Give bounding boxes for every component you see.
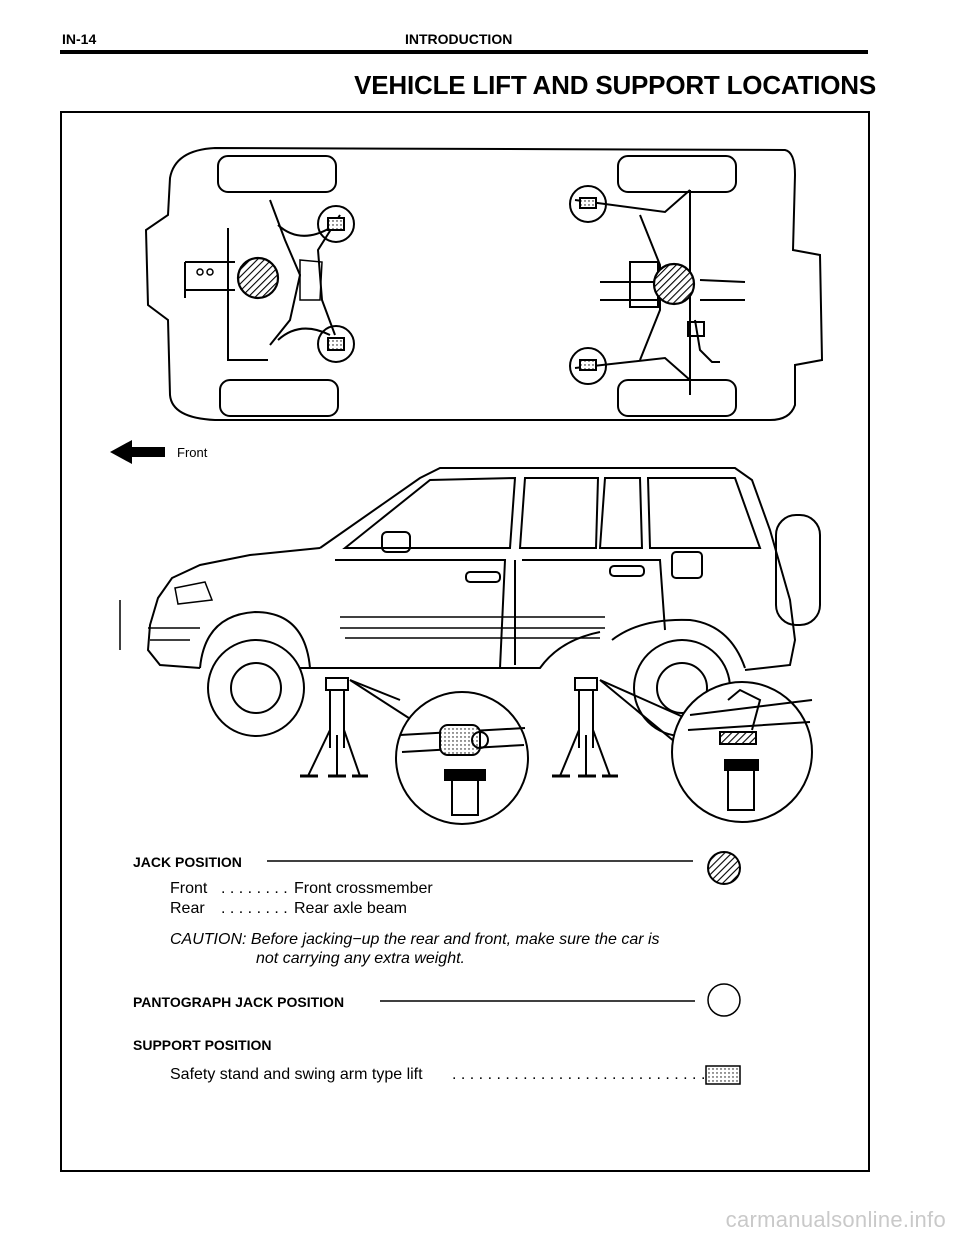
page-code: IN-14 <box>62 31 97 47</box>
underbody-view <box>144 146 824 421</box>
jack-position-heading: JACK POSITION <box>133 854 242 870</box>
watermark: carmanualsonline.info <box>725 1207 946 1232</box>
rear-safety-stand <box>552 677 618 778</box>
arrow-left-icon <box>110 440 165 464</box>
header-rule <box>60 50 868 54</box>
front-direction-label: Front <box>177 445 208 460</box>
front-jack-detail <box>349 679 529 825</box>
pantograph-position-symbol <box>707 983 741 1017</box>
caution-line-2: not carrying any extra weight. <box>256 950 465 967</box>
jack-row-rear-name: Rear <box>170 900 205 917</box>
support-row-dots: . . . . . . . . . . . . . . . . . . . . … <box>452 1066 706 1083</box>
rear-jack-detail <box>599 679 813 823</box>
page-title: VEHICLE LIFT AND SUPPORT LOCATIONS <box>354 70 876 100</box>
jack-row-rear-value: Rear axle beam <box>294 900 407 917</box>
support-row-label: Safety stand and swing arm type lift <box>170 1066 423 1083</box>
caution-line-1: CAUTION: Before jacking−up the rear and … <box>170 931 660 948</box>
support-position-symbol <box>705 1065 741 1085</box>
jack-row-rear-dots: . . . . . . . . <box>221 900 288 917</box>
jack-position-symbol <box>707 851 741 885</box>
jack-row-front-value: Front crossmember <box>294 880 433 897</box>
pantograph-heading: PANTOGRAPH JACK POSITION <box>133 994 345 1010</box>
jack-row-front-name: Front <box>170 880 208 897</box>
front-safety-stand <box>300 677 368 778</box>
section-title: INTRODUCTION <box>405 31 513 47</box>
support-position-heading: SUPPORT POSITION <box>133 1037 272 1053</box>
vehicle-side-view <box>119 467 821 737</box>
diagram-frame <box>60 111 870 1172</box>
jack-row-front-dots: . . . . . . . . <box>221 880 288 897</box>
